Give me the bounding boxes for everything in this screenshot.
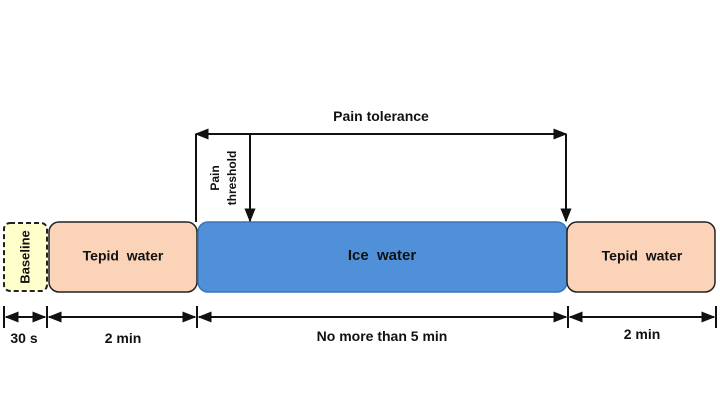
- tepid-water-label-1: Tepid water: [83, 248, 164, 264]
- ice-duration-label: No more than 5 min: [317, 328, 448, 344]
- tepid-2-duration-label: 2 min: [624, 326, 661, 342]
- tepid-1-duration-label: 2 min: [105, 330, 142, 346]
- timeline-ticks: [3, 306, 717, 328]
- tepid-water-box-1: [48, 221, 198, 293]
- baseline-duration-label: 30 s: [10, 330, 37, 346]
- ice-water-label: Ice water: [348, 247, 417, 264]
- pain-threshold-label-line1: Pain: [208, 165, 222, 190]
- tepid-water-box-2: [566, 221, 716, 293]
- baseline-box: [3, 222, 48, 292]
- tepid-water-label-2: Tepid water: [602, 248, 683, 264]
- pain-threshold-label-line2: threshold: [225, 151, 239, 206]
- baseline-label: Baseline: [17, 230, 32, 283]
- pain-tolerance-label: Pain tolerance: [333, 108, 429, 124]
